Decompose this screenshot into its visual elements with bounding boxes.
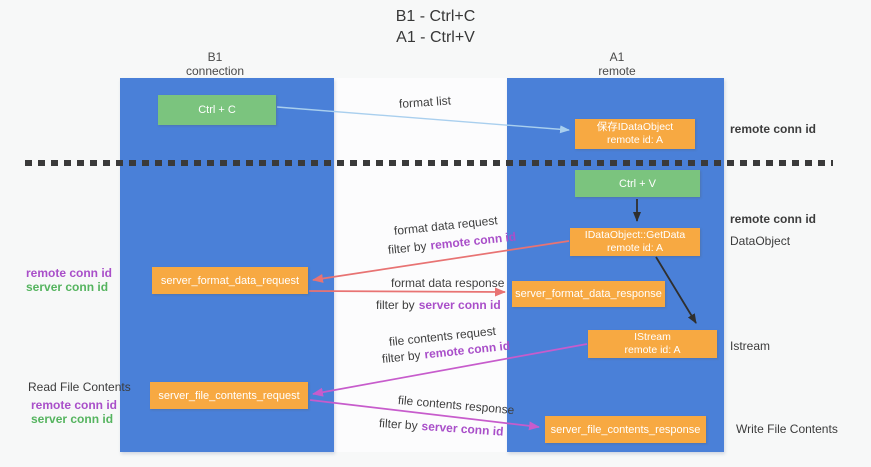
node-format-request-label: server_format_data_request xyxy=(160,274,300,287)
remote-conn-id-text: remote conn id xyxy=(26,266,113,280)
side-label-conn-ids-left-bottom: remote conn id server conn id xyxy=(31,398,117,426)
lane-header-b1: B1 connection xyxy=(165,50,265,78)
remote-conn-id-text: remote conn id xyxy=(31,398,118,412)
node-server-file-contents-response: server_file_contents_response xyxy=(545,416,706,443)
side-label-remote-conn-id-right-mid: remote conn id xyxy=(730,212,817,226)
node-getdata-line1: IDataObject::GetData xyxy=(584,229,686,241)
edge-label-format-data-response: format data response xyxy=(391,276,505,290)
node-file-response-label: server_file_contents_response xyxy=(550,423,701,436)
node-ctrl-v: Ctrl + V xyxy=(575,170,700,197)
node-server-file-contents-request: server_file_contents_request xyxy=(150,382,308,409)
lane-header-a1: A1 remote xyxy=(567,50,667,78)
server-conn-id-text: server conn id xyxy=(26,280,109,294)
node-istream-line2: remote id: A xyxy=(624,344,681,356)
side-label-read-file-contents: Read File Contents xyxy=(28,380,131,394)
node-ctrl-c-label: Ctrl + C xyxy=(198,104,236,116)
side-label-conn-ids-left-top: remote conn id server conn id xyxy=(26,266,112,294)
side-label-istream: Istream xyxy=(730,339,771,353)
title-line-2: A1 - Ctrl+V xyxy=(396,29,475,46)
node-ctrl-v-label: Ctrl + V xyxy=(619,177,656,190)
filter-by-text: filter by xyxy=(378,416,419,433)
server-conn-id-text: server conn id xyxy=(418,298,501,312)
lane-a1-name: A1 xyxy=(609,50,625,64)
node-istream: IStream remote id: A xyxy=(588,330,717,358)
side-label-dataobject: DataObject xyxy=(730,234,791,248)
node-format-response-label: server_format_data_response xyxy=(515,288,662,300)
node-server-format-data-request: server_format_data_request xyxy=(152,267,308,294)
node-store-line2: remote id: A xyxy=(606,134,664,146)
filter-by-text: filter by xyxy=(376,298,415,312)
node-idataobject-getdata: IDataObject::GetData remote id: A xyxy=(570,228,700,256)
lane-b1-name: B1 xyxy=(207,50,223,64)
node-server-format-data-response: server_format_data_response xyxy=(512,281,665,307)
server-conn-id-text: server conn id xyxy=(31,412,114,426)
side-label-remote-conn-id-right-top: remote conn id xyxy=(730,122,817,136)
node-file-request-label: server_file_contents_request xyxy=(158,389,300,402)
node-getdata-line2: remote id: A xyxy=(606,242,664,254)
boundary-dashed-line xyxy=(25,160,833,166)
node-ctrl-c: Ctrl + C xyxy=(158,95,276,125)
title-line-1: B1 - Ctrl+C xyxy=(395,8,476,25)
lane-a1-role: remote xyxy=(598,64,636,78)
node-istream-line1: IStream xyxy=(634,331,671,343)
diagram-title: B1 - Ctrl+C A1 - Ctrl+V xyxy=(300,6,571,48)
node-store-idataobject: 保存IDataObject remote id: A xyxy=(575,119,695,149)
side-label-write-file-contents: Write File Contents xyxy=(736,422,838,436)
lane-b1-role: connection xyxy=(185,64,245,78)
node-store-line1: 保存IDataObject xyxy=(596,121,674,133)
